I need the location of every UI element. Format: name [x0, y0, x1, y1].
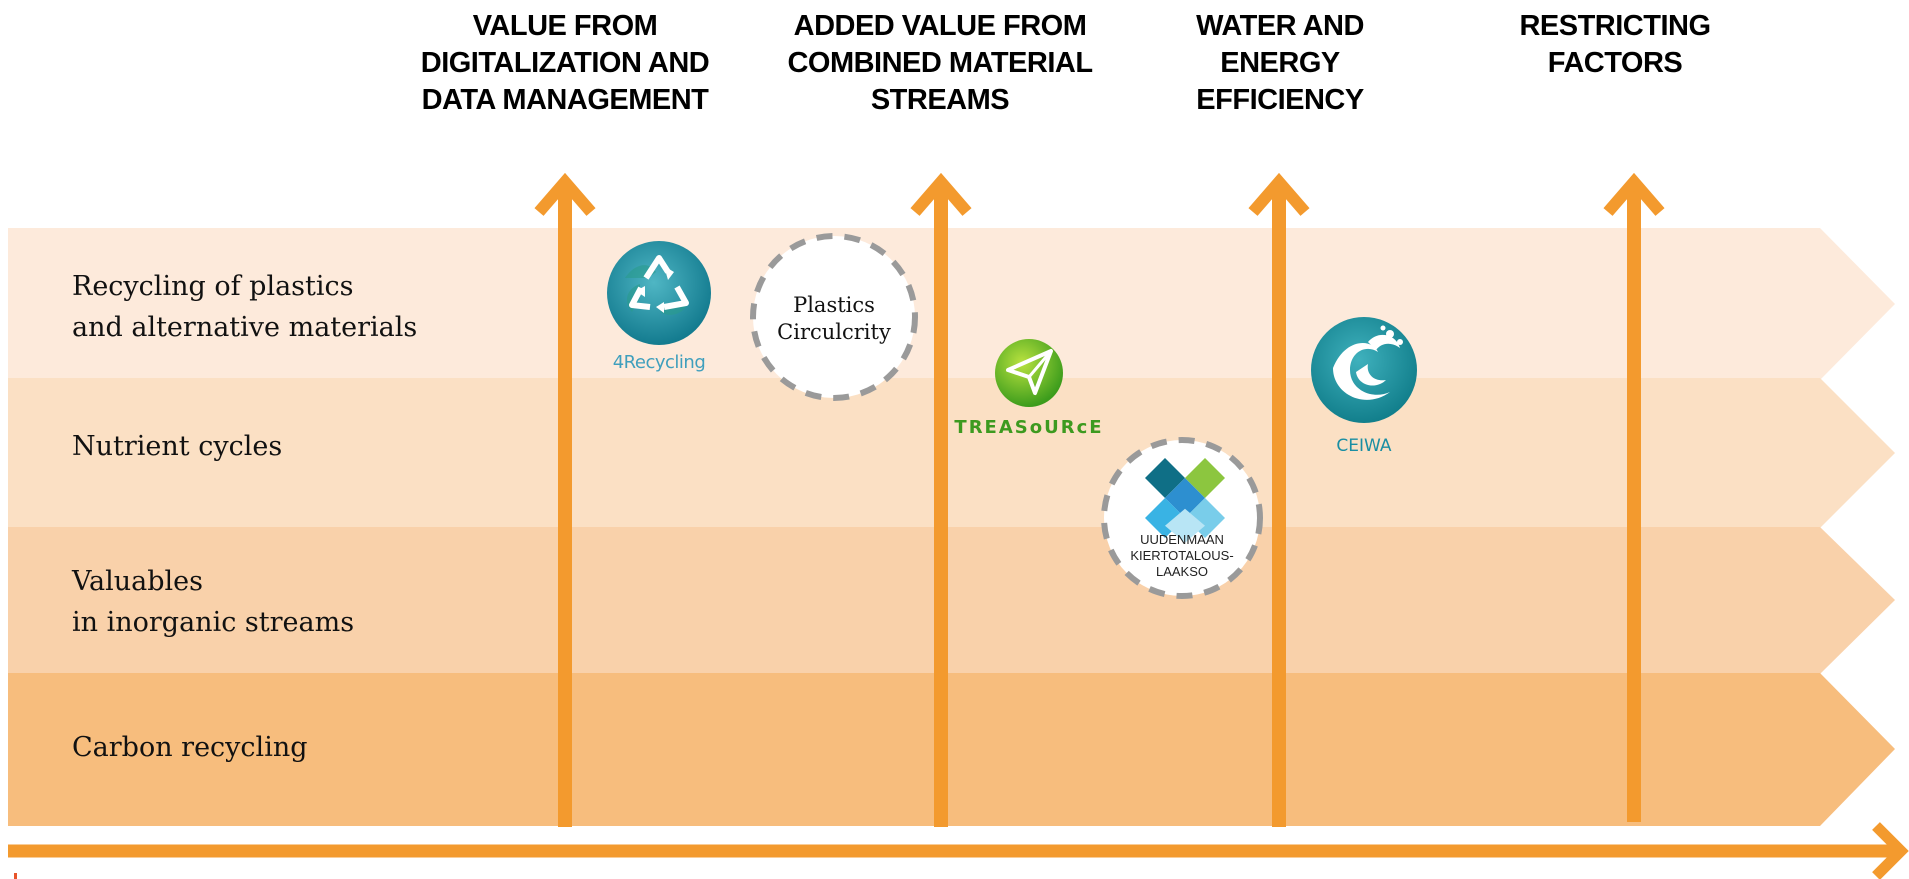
horizontal-arrow — [8, 822, 1909, 879]
band-plastics — [8, 228, 1895, 380]
column-header-combined-streams: ADDED VALUE FROM COMBINED MATERIAL STREA… — [787, 10, 1093, 116]
paper-plane-icon — [995, 339, 1063, 407]
diamond-tiles-icon — [1145, 458, 1225, 543]
project-name-4recycling: 4Recycling — [612, 352, 706, 373]
project-name-uudenmaan: UUDENMAAN KIERTOTALOUS- LAAKSO — [1130, 532, 1234, 579]
project-name-ceiwa: CEIWA — [1336, 436, 1392, 456]
vertical-arrow-4 — [1603, 172, 1665, 822]
vertical-arrow-2 — [910, 172, 972, 827]
column-header-digitalization: VALUE FROM DIGITALIZATION AND DATA MANAG… — [420, 10, 710, 116]
recycling-globe-icon — [607, 241, 711, 345]
water-wave-icon — [1311, 317, 1417, 423]
vertical-arrow-3 — [1248, 172, 1310, 827]
corner-mark — [14, 873, 17, 879]
column-header-restricting-factors: RESTRICTING FACTORS — [1519, 10, 1711, 79]
column-header-water-energy: WATER AND ENERGY EFFICIENCY — [1196, 10, 1364, 116]
row-label-carbon: Carbon recycling — [72, 732, 308, 763]
project-name-treasource: TREASoURcE — [954, 417, 1104, 438]
project-name-plastics-circularity: Plastics Circulcrity — [777, 293, 891, 344]
row-label-plastics: Recycling of plastics and alternative ma… — [72, 271, 418, 343]
row-label-nutrient: Nutrient cycles — [72, 431, 283, 462]
band-inorganic — [8, 527, 1895, 674]
vertical-arrow-1 — [534, 172, 596, 827]
row-label-inorganic: Valuables in inorganic streams — [72, 566, 355, 638]
plastics-circularity-badge — [750, 233, 918, 401]
band-nutrient — [8, 378, 1895, 528]
band-carbon — [8, 673, 1895, 826]
